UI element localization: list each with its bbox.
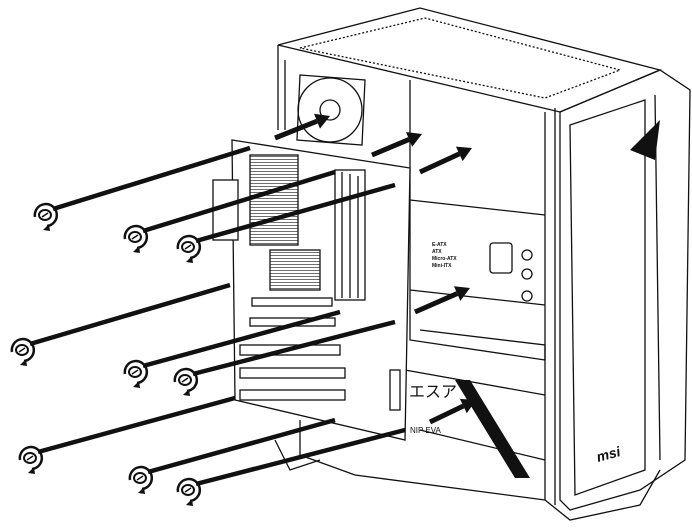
screw-with-guide: [123, 169, 336, 253]
screw-icon: [176, 477, 202, 506]
front-dragon-emblem: [630, 120, 660, 160]
top-mesh-vent: [299, 17, 623, 99]
screw-guide-line: [142, 169, 336, 234]
screw-guide-line: [142, 309, 341, 369]
motherboard-tray: [409, 80, 546, 361]
screw-guide-line: [29, 282, 231, 347]
pc-case: [274, 7, 691, 521]
case-rear-frame: [277, 45, 286, 130]
screw-icon: [173, 367, 199, 396]
screw-guide-line: [192, 319, 396, 377]
direction-arrow-icon: [371, 132, 422, 158]
standoff-label: ATX: [432, 249, 442, 255]
standoff-label: Micro-ATX: [432, 256, 457, 262]
case-decal-subtext: NIP EVA: [410, 426, 441, 435]
screw-icon: [123, 359, 149, 388]
screw-with-guide: [33, 145, 251, 231]
screw-icon: [123, 224, 149, 253]
direction-arrow-icon: [274, 113, 330, 141]
standoff-label: Mini-ITX: [432, 263, 452, 269]
screw-with-guide: [18, 395, 236, 474]
screw-guide-line: [147, 417, 336, 475]
screw-with-guide: [10, 282, 231, 366]
screw-with-guide: [176, 182, 396, 263]
screw-icon: [128, 465, 154, 494]
case-decal: エスア: [409, 382, 457, 401]
rear-fan: [297, 77, 363, 143]
screw-with-guide: [123, 309, 341, 388]
screw-icon: [10, 337, 36, 366]
msi-logo: msi: [595, 443, 624, 465]
screw-icon: [18, 445, 44, 474]
screw-with-guide: [176, 427, 406, 506]
sata-ports: [389, 369, 401, 411]
screw-with-guide: [173, 319, 396, 396]
screw-icon: [33, 202, 59, 231]
chipset-heatsink: [269, 249, 321, 291]
direction-arrow-icon: [428, 398, 476, 425]
screw-guide-line: [52, 145, 251, 212]
case-front-edge: [544, 108, 556, 505]
screw-guide-line: [37, 395, 236, 455]
io-panel: [489, 242, 513, 274]
standoff-label: E-ATX: [432, 242, 447, 248]
motherboard: [212, 139, 411, 441]
cpu-heatsink: [249, 154, 299, 246]
screw-guide-line: [195, 427, 406, 487]
screw-with-guide: [128, 417, 336, 494]
screw-icon: [176, 234, 202, 263]
direction-arrow-icon: [418, 146, 472, 175]
direction-arrow-icon: [414, 286, 470, 315]
psu-shroud: [404, 369, 546, 461]
shroud-stripe: [455, 380, 530, 478]
case-top-panel: [277, 7, 663, 113]
screw-guide-line: [195, 182, 396, 244]
case-foot: [544, 469, 661, 521]
case-front-panel: [559, 69, 691, 511]
